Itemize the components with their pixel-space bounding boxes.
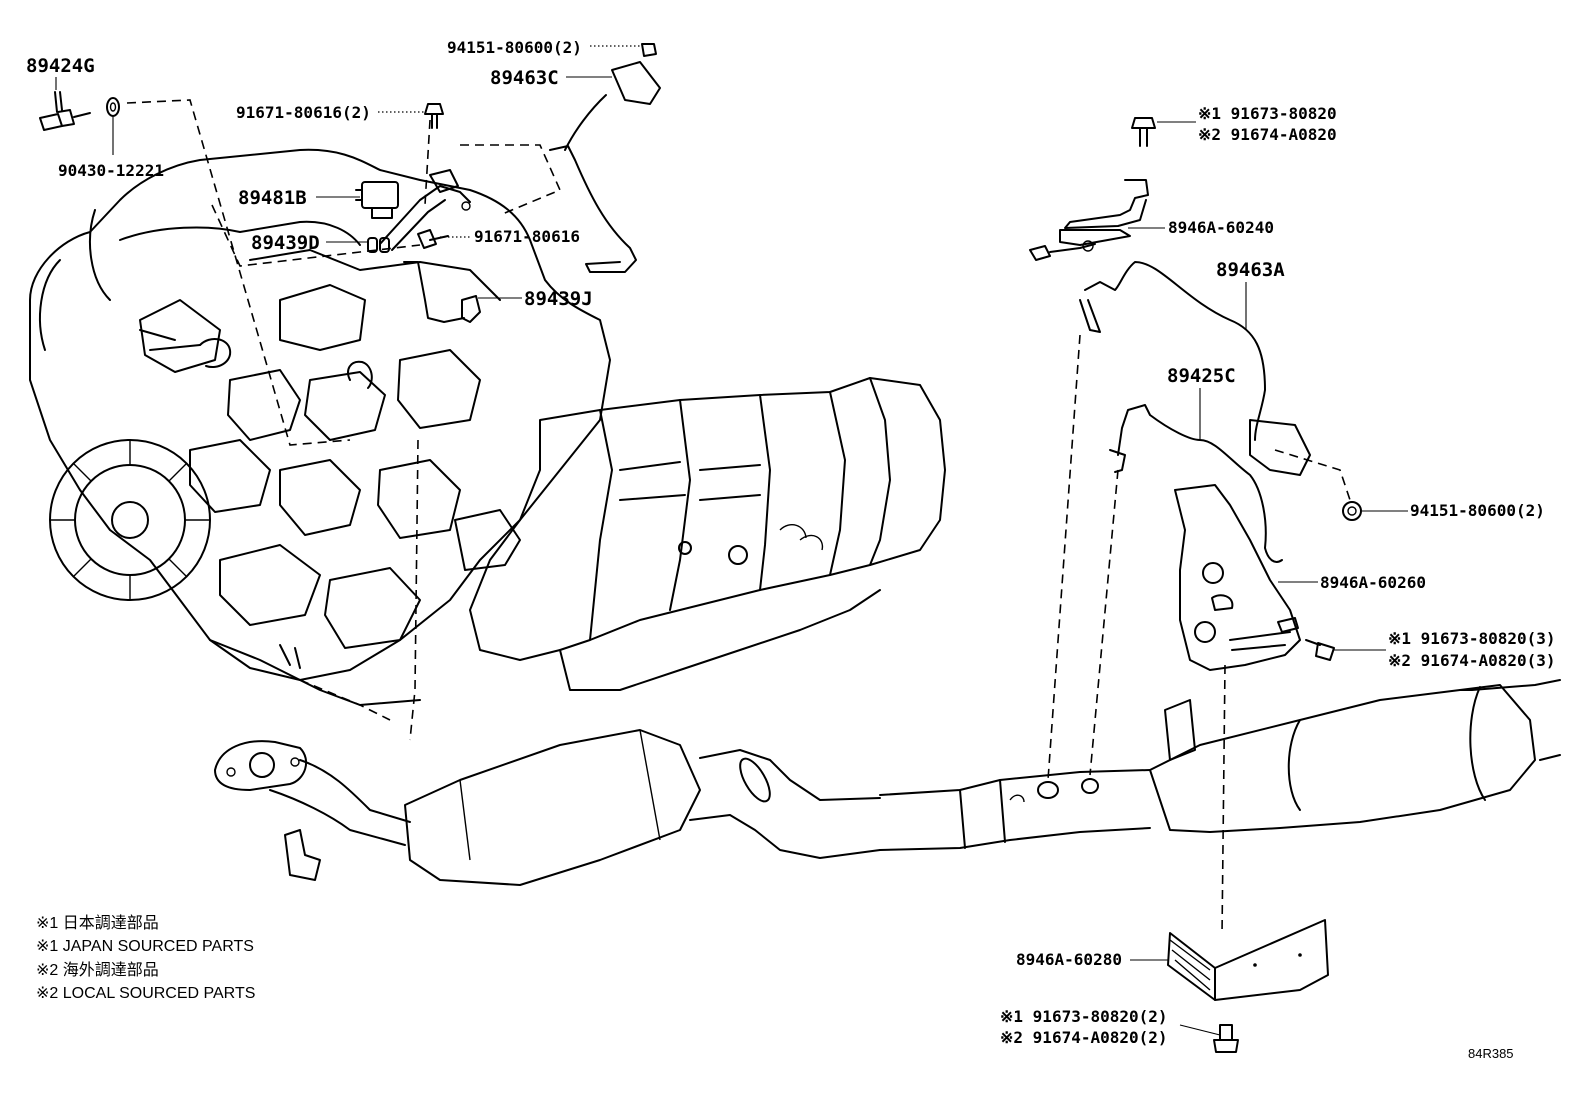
callout-91674-A0820-mid: ※2 91674-A0820(3) bbox=[1388, 651, 1556, 670]
callout-89481B: 89481B bbox=[238, 187, 307, 209]
heat-shield-8946A-60280 bbox=[1167, 919, 1329, 1001]
bolt-91673-top bbox=[1131, 117, 1156, 147]
callout-labels: 89424G 90430-12221 94151-80600(2) 89463C… bbox=[26, 38, 1556, 1047]
callout-91674-A0820-bottom: ※2 91674-A0820(2) bbox=[1000, 1028, 1168, 1047]
legend-line-3: ※2 海外調達部品 bbox=[36, 961, 159, 979]
transmission-assembly bbox=[469, 377, 946, 691]
bracket-89439J bbox=[403, 261, 481, 323]
sensor-89463A bbox=[1079, 261, 1311, 476]
callout-91671-80616-mid: 91671-80616 bbox=[474, 227, 580, 246]
gasket-90430 bbox=[106, 97, 120, 117]
callout-91674-A0820-top: ※2 91674-A0820 bbox=[1198, 125, 1337, 144]
callout-8946A-60240: 8946A-60240 bbox=[1168, 218, 1274, 237]
clip-94151-top bbox=[641, 43, 657, 57]
sensor-89439D bbox=[367, 237, 390, 253]
callout-89439J: 89439J bbox=[524, 288, 593, 310]
callout-89463C: 89463C bbox=[490, 67, 559, 89]
bolt-91671-mid bbox=[417, 229, 449, 249]
leader-lines bbox=[55, 45, 1408, 1036]
callout-89425C: 89425C bbox=[1167, 365, 1236, 387]
sensor-89424G bbox=[39, 91, 91, 131]
callout-91673-80820-top: ※1 91673-80820 bbox=[1198, 104, 1337, 123]
bolt-91673-bottom bbox=[1213, 1024, 1239, 1053]
sensor-89481B bbox=[355, 181, 399, 219]
diagram-code: 84R385 bbox=[1468, 1046, 1514, 1061]
callout-89463A: 89463A bbox=[1216, 259, 1285, 281]
callout-90430-12221: 90430-12221 bbox=[58, 161, 164, 180]
sensor-89425C bbox=[1109, 404, 1283, 563]
sensor-89463C bbox=[549, 61, 661, 273]
callout-94151-80600-right: 94151-80600(2) bbox=[1410, 501, 1545, 520]
legend-line-2: ※1 JAPAN SOURCED PARTS bbox=[36, 938, 254, 955]
engine-assembly bbox=[29, 148, 611, 706]
callout-91673-80820-bottom: ※1 91673-80820(2) bbox=[1000, 1007, 1168, 1026]
phantom-guide-lines bbox=[126, 99, 1351, 936]
bolt-91671-top bbox=[424, 103, 444, 129]
callout-89439D: 89439D bbox=[251, 232, 320, 254]
legend: ※1 日本調達部品 ※1 JAPAN SOURCED PARTS ※2 海外調達… bbox=[36, 914, 255, 1002]
clip-94151-right bbox=[1342, 501, 1362, 521]
callout-8946A-60280: 8946A-60280 bbox=[1016, 950, 1122, 969]
legend-line-1: ※1 日本調達部品 bbox=[36, 914, 159, 932]
exhaust-system bbox=[214, 679, 1561, 886]
callout-94151-80600-top: 94151-80600(2) bbox=[447, 38, 582, 57]
vacuum-hose bbox=[379, 169, 471, 251]
legend-line-4: ※2 LOCAL SOURCED PARTS bbox=[36, 985, 255, 1002]
bracket-8946A-60260 bbox=[1174, 484, 1301, 671]
bolt-91673-mid bbox=[1305, 639, 1335, 661]
bracket-8946A-60240 bbox=[1029, 179, 1149, 261]
callout-8946A-60260: 8946A-60260 bbox=[1320, 573, 1426, 592]
callout-91673-80820-mid: ※1 91673-80820(3) bbox=[1388, 629, 1556, 648]
callout-91671-80616-top: 91671-80616(2) bbox=[236, 103, 371, 122]
callout-89424G: 89424G bbox=[26, 55, 95, 77]
